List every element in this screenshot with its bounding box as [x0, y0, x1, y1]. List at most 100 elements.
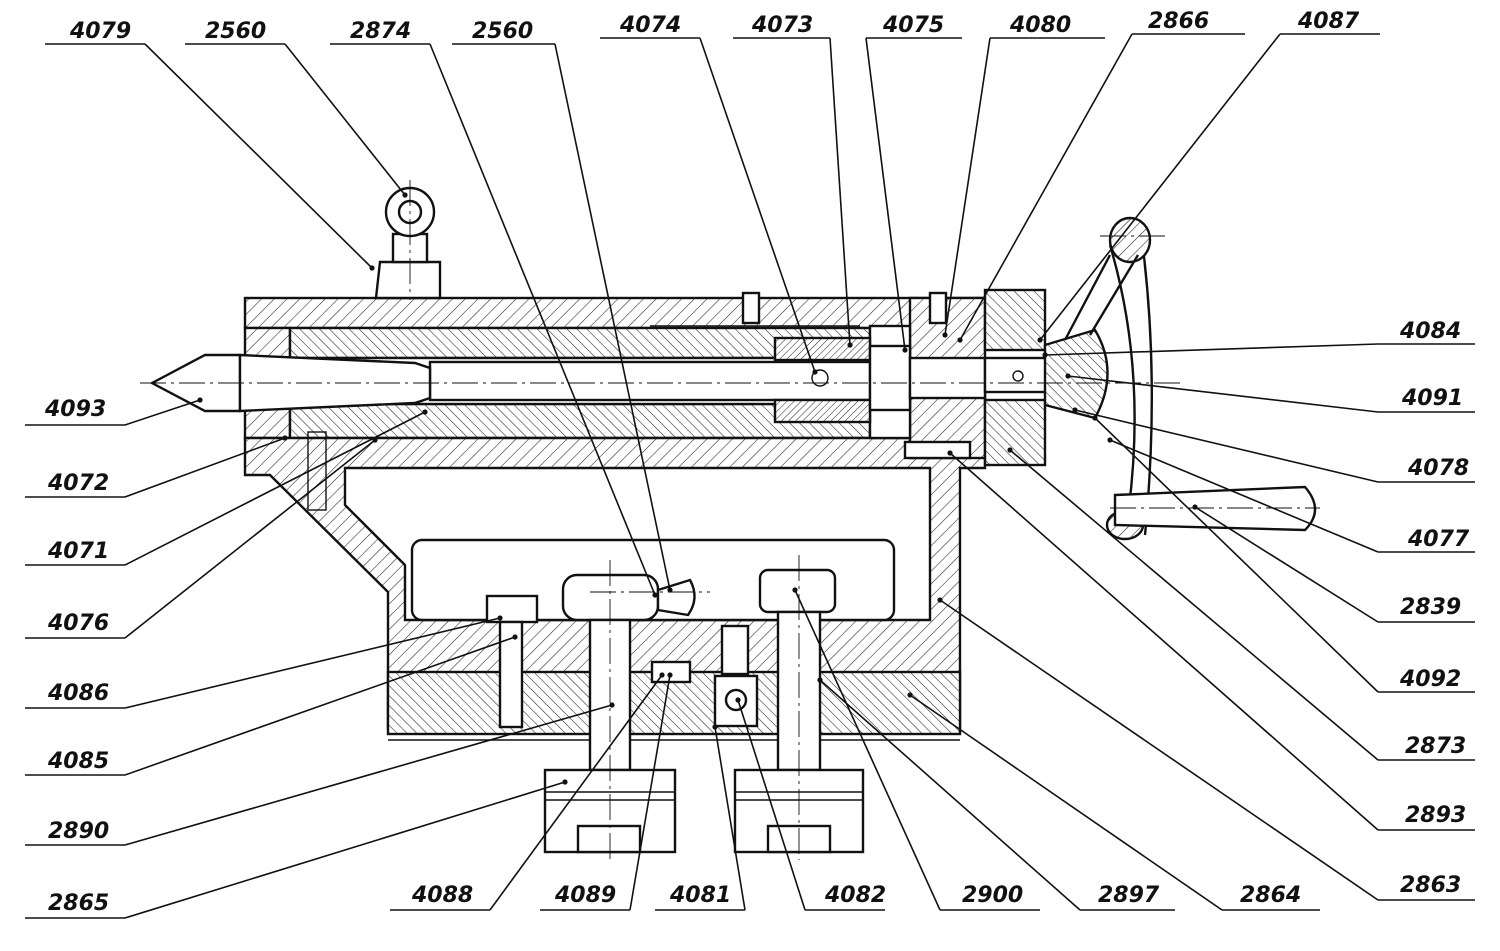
callout-label: 4093	[44, 397, 106, 422]
callout-dot	[817, 677, 823, 683]
callout-leader	[629, 674, 671, 911]
callout-dot	[957, 337, 963, 343]
callout-4087: 4087	[1037, 9, 1380, 343]
callout-label: 4074	[619, 13, 681, 38]
callout-dot	[1037, 337, 1043, 343]
callout-dot	[1092, 415, 1098, 421]
callout-2874: 2874	[330, 19, 658, 598]
callout-4082: 4082	[735, 697, 886, 911]
callout-4077: 4077	[1107, 437, 1475, 553]
callout-dot	[947, 450, 953, 456]
callout-4089: 4089	[540, 672, 673, 911]
small-bolt-left	[485, 594, 539, 729]
callout-leader	[124, 439, 376, 639]
callout-label: 2874	[350, 19, 411, 44]
callout-2890: 2890	[25, 702, 615, 846]
callout-4073: 4073	[733, 13, 853, 348]
callout-label: 4086	[47, 681, 109, 706]
callout-dot	[609, 702, 615, 708]
callout-label: 2560	[205, 19, 266, 44]
callout-2893: 2893	[947, 450, 1475, 831]
callout-leader	[1194, 506, 1379, 623]
callout-label: 2560	[472, 19, 533, 44]
callout-leader	[429, 43, 656, 596]
callout-label: 2863	[1400, 873, 1461, 898]
callout-dot	[667, 587, 673, 593]
callout-leader	[949, 452, 1379, 831]
callout-label: 2839	[1400, 595, 1461, 620]
callout-leader	[1044, 343, 1379, 356]
callout-dot	[402, 192, 408, 198]
callout-label: 2893	[1405, 803, 1466, 828]
callout-4081: 4081	[655, 724, 746, 911]
eye-bolt	[374, 186, 442, 300]
callout-leader	[959, 33, 1133, 341]
callout-label: 2900	[962, 883, 1023, 908]
callout-label: 4075	[882, 13, 944, 38]
top-set-screw-right	[928, 291, 948, 325]
callout-leader	[124, 704, 613, 846]
callout-leader	[714, 726, 746, 911]
callout-leader	[944, 37, 991, 336]
callout-label: 4088	[411, 883, 473, 908]
callout-dot	[847, 342, 853, 348]
callout-leader	[737, 699, 806, 911]
handwheel	[1043, 216, 1317, 541]
callout-4084: 4084	[1042, 319, 1475, 358]
callout-leader	[124, 399, 201, 426]
callout-label: 4080	[1009, 13, 1071, 38]
callout-label: 4092	[1399, 667, 1461, 692]
callout-label: 4085	[47, 749, 109, 774]
callout-4078: 4078	[1072, 407, 1475, 483]
callout-label: 4089	[554, 883, 616, 908]
callout-label: 4073	[751, 13, 813, 38]
callout-dot	[1007, 447, 1013, 453]
callout-dot	[497, 615, 503, 621]
callout-leader	[554, 43, 671, 591]
callout-leader	[865, 37, 906, 351]
callout-2873: 2873	[1007, 447, 1475, 761]
callout-dot	[562, 779, 568, 785]
callout-dot	[902, 347, 908, 353]
callout-label: 4084	[1399, 319, 1461, 344]
top-set-screw-left	[741, 291, 761, 325]
lead-screw	[428, 336, 1102, 424]
callout-leader	[1074, 409, 1379, 483]
callout-4075: 4075	[865, 13, 962, 353]
callout-dot	[1072, 407, 1078, 413]
callout-leader	[794, 589, 941, 911]
callout-4085: 4085	[25, 634, 518, 776]
callout-2897: 2897	[817, 677, 1175, 911]
callout-label: 4079	[69, 19, 131, 44]
callout-dot	[907, 692, 913, 698]
callout-4072: 4072	[25, 435, 288, 498]
callout-dot	[659, 672, 665, 678]
callout-2839: 2839	[1192, 504, 1475, 623]
callout-4086: 4086	[25, 615, 503, 709]
callout-label: 2866	[1148, 9, 1209, 34]
callout-dot	[197, 397, 203, 403]
callout-leader	[1009, 449, 1379, 761]
callout-dot	[792, 587, 798, 593]
callout-dot	[735, 697, 741, 703]
callout-leader	[124, 617, 501, 709]
callout-leader	[489, 674, 663, 911]
center-pin	[720, 624, 750, 676]
callout-label: 4078	[1407, 456, 1469, 481]
callout-leader	[939, 599, 1379, 901]
callout-4093: 4093	[25, 397, 203, 426]
callout-leader	[819, 679, 1081, 911]
callout-leader	[144, 43, 373, 269]
callout-dot	[712, 724, 718, 730]
callout-leader	[124, 437, 286, 498]
callout-dot	[372, 437, 378, 443]
callout-dot	[937, 597, 943, 603]
callout-leader	[124, 781, 566, 919]
callout-label: 4071	[47, 539, 109, 564]
callout-dot	[1192, 504, 1198, 510]
callout-label: 4076	[47, 611, 109, 636]
callout-label: 4081	[669, 883, 731, 908]
callout-label: 2873	[1405, 734, 1466, 759]
callout-dot	[512, 634, 518, 640]
